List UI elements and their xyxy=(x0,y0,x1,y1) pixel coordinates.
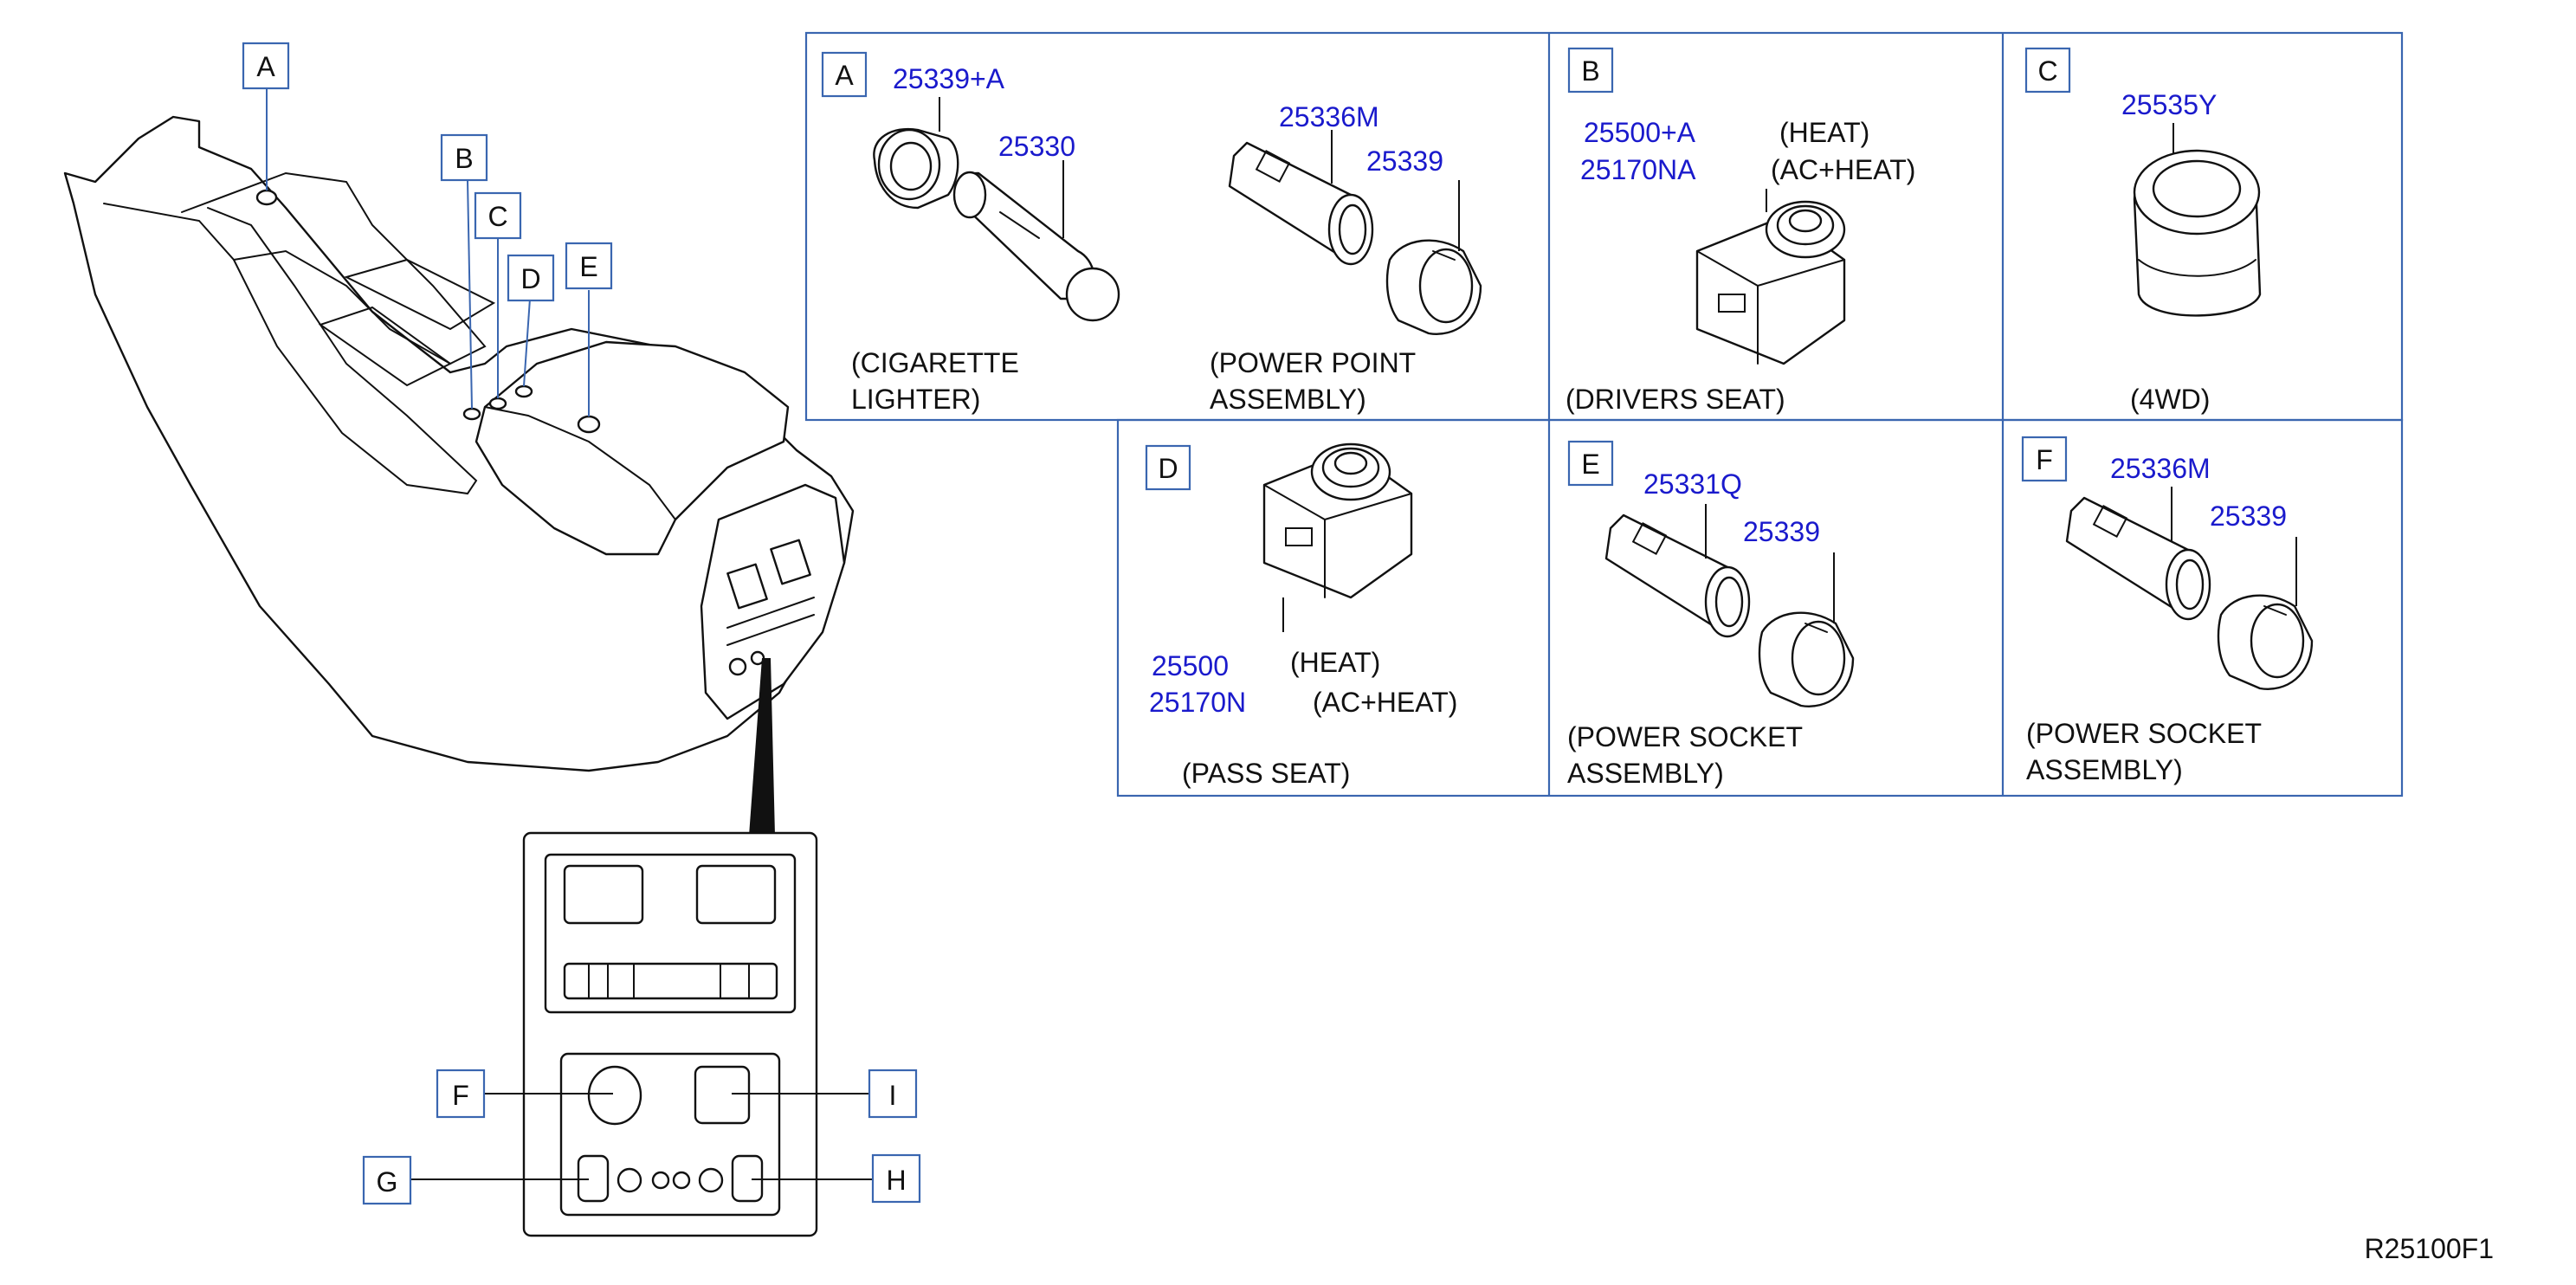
pn-25336m-a: 25336M xyxy=(1279,101,1379,132)
console-lid xyxy=(475,340,790,556)
panel-d-letter: D xyxy=(1158,453,1178,484)
callout-g: G xyxy=(377,1166,398,1198)
callout-f: F xyxy=(452,1080,469,1111)
caption-socket-f-2: ASSEMBLY) xyxy=(2026,754,2183,785)
caption-4wd: (4WD) xyxy=(2130,384,2210,415)
power-socket-cap-f xyxy=(2217,537,2314,690)
caption-socket-e-2: ASSEMBLY) xyxy=(1567,758,1724,789)
caption-powerpoint-a: (POWER POINT xyxy=(1210,347,1416,378)
heated-seat-switch-driver xyxy=(1695,189,1846,365)
outlet-i xyxy=(694,1065,751,1125)
panel-f-letter: F xyxy=(2036,444,2053,475)
panel-a: A 25339+A 25330 25336M 25339 xyxy=(821,51,1482,415)
console-lid-inner xyxy=(484,406,676,520)
console-rear-panel xyxy=(700,483,846,720)
pn-25336m-f: 25336M xyxy=(2110,453,2211,484)
console-tray-cutout-2 xyxy=(318,306,452,387)
caption-powerpoint-b: ASSEMBLY) xyxy=(1210,384,1366,415)
rear-knob-a xyxy=(728,657,747,676)
pn-25339a: 25339+A xyxy=(893,63,1005,94)
zoom-pointer xyxy=(749,658,775,836)
rear-vent-right xyxy=(770,539,811,585)
pn-25170na: 25170NA xyxy=(1580,154,1696,185)
callout-b: B xyxy=(455,143,473,174)
cigarette-lighter-socket xyxy=(873,97,959,210)
callout-c: C xyxy=(487,201,507,232)
panel-grid xyxy=(804,31,2404,797)
hole-b xyxy=(462,407,481,421)
callout-i: I xyxy=(889,1080,897,1111)
caption-drivers-seat: (DRIVERS SEAT) xyxy=(1566,384,1785,415)
pn-25500a: 25500+A xyxy=(1584,117,1696,148)
pn-25339-e: 25339 xyxy=(1743,516,1820,547)
hole-d xyxy=(514,384,533,398)
callout-a: A xyxy=(256,51,275,82)
pn-25535y: 25535Y xyxy=(2121,89,2217,120)
pn-25170n: 25170N xyxy=(1149,687,1246,718)
panel-f: F 25336M 25339 (POWER SOCKET ASSEMBLY) xyxy=(2021,436,2314,785)
power-socket-f xyxy=(2065,487,2211,621)
callout-e: E xyxy=(579,251,597,282)
panel-e: E 25331Q 25339 (POWER SOCKET ASSEMBLY) xyxy=(1567,440,1855,789)
pn-25339-f: 25339 xyxy=(2210,500,2287,532)
note-heat-b: (HEAT) xyxy=(1779,117,1869,148)
caption-socket-f-1: (POWER SOCKET xyxy=(2026,718,2262,749)
note-acheat-d: (AC+HEAT) xyxy=(1313,687,1457,718)
panel-b-letter: B xyxy=(1581,55,1599,87)
power-point-cap xyxy=(1385,180,1482,335)
note-acheat-b: (AC+HEAT) xyxy=(1771,154,1915,185)
rear-console-detail: F I G H xyxy=(362,658,921,1237)
console-illustration: A B C D E xyxy=(63,42,855,772)
outlet-f xyxy=(587,1065,642,1126)
power-socket-cap-e xyxy=(1758,552,1855,707)
callout-d: D xyxy=(520,263,540,294)
caption-cigarette-b: LIGHTER) xyxy=(851,384,980,415)
caption-socket-e-1: (POWER SOCKET xyxy=(1567,721,1803,752)
hole-e xyxy=(577,415,601,434)
hole-c xyxy=(488,397,507,410)
heated-seat-switch-pass xyxy=(1262,442,1413,632)
pn-25500: 25500 xyxy=(1152,650,1229,681)
caption-pass-seat: (PASS SEAT) xyxy=(1182,758,1350,789)
console-tray-cutout-1 xyxy=(344,258,496,331)
pn-25330: 25330 xyxy=(998,131,1075,162)
reference-code: R25100F1 xyxy=(2365,1233,2494,1264)
panel-d: D 25500 (HEAT) 25170N (AC+HEAT) (PASS SE… xyxy=(1145,442,1457,789)
pn-25331q: 25331Q xyxy=(1643,468,1742,500)
panel-b: B 25500+A (HEAT) 25170NA (AC+HEAT) (DRIV… xyxy=(1566,47,1915,415)
hole-a xyxy=(255,189,278,206)
callout-h: H xyxy=(886,1165,906,1196)
cigarette-lighter xyxy=(952,160,1120,322)
pn-25339-a: 25339 xyxy=(1366,145,1443,177)
power-socket-e xyxy=(1604,504,1751,638)
panel-e-letter: E xyxy=(1581,449,1599,480)
panel-c-letter: C xyxy=(2037,55,2057,87)
rear-panel-row xyxy=(726,597,815,646)
console-outline xyxy=(63,115,855,772)
panel-a-letter: A xyxy=(835,60,854,91)
console-top-tray xyxy=(181,171,487,365)
caption-cigarette-a: (CIGARETTE xyxy=(851,347,1019,378)
rear-vent-left xyxy=(726,563,768,610)
panel-c: C 25535Y (4WD) xyxy=(2024,47,2262,415)
note-heat-d: (HEAT) xyxy=(1290,647,1380,678)
4wd-switch xyxy=(2133,123,2262,317)
power-point-socket xyxy=(1228,130,1374,266)
